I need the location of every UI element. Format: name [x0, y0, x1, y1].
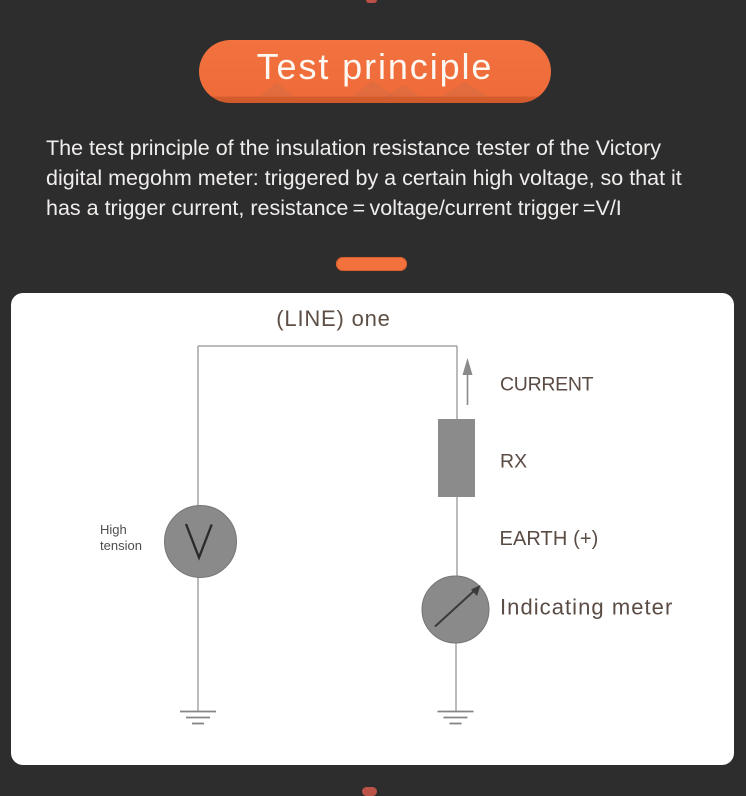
svg-text:tension: tension [100, 538, 142, 553]
svg-text:High: High [100, 522, 127, 537]
svg-text:EARTH (+): EARTH (+) [500, 528, 599, 550]
svg-text:CURRENT: CURRENT [500, 374, 594, 396]
svg-text:Indicating meter: Indicating meter [500, 595, 673, 620]
svg-text:(LINE) one: (LINE) one [276, 306, 390, 331]
svg-text:RX: RX [500, 451, 527, 473]
